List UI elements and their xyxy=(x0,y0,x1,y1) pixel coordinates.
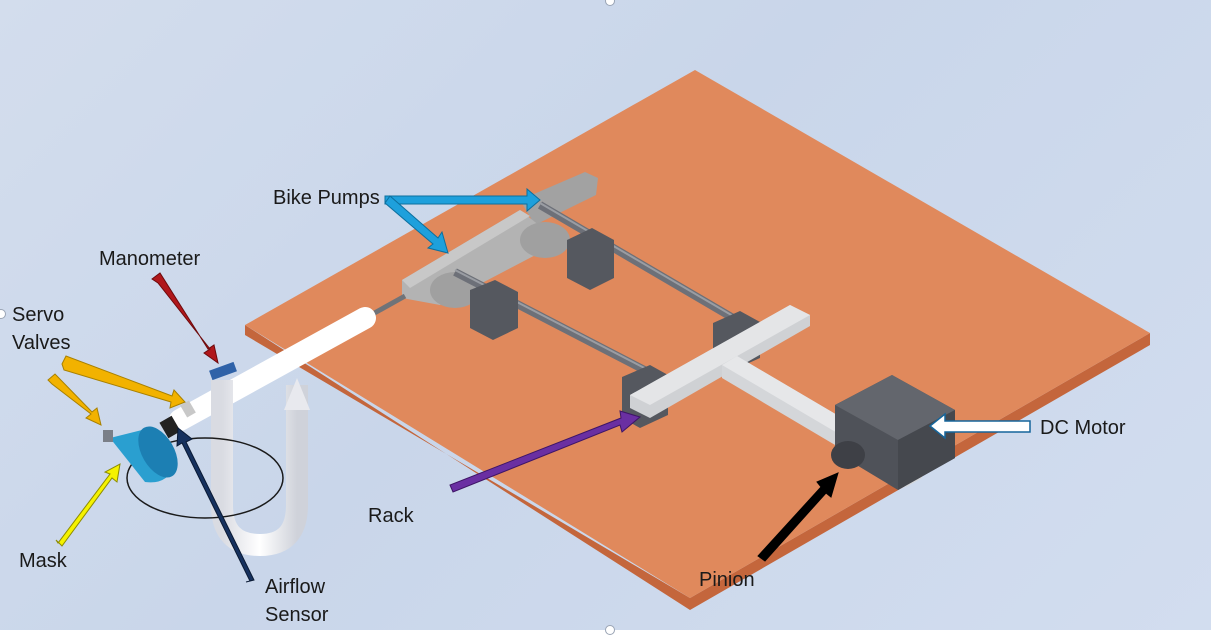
pump-bracket-back xyxy=(520,172,598,225)
pump-rod-back-hl xyxy=(539,202,746,324)
u-tube xyxy=(211,380,308,557)
label-pinion: Pinion xyxy=(699,569,755,591)
label-dc-motor: DC Motor xyxy=(1040,417,1126,439)
mask-rim xyxy=(138,426,178,478)
motor-top xyxy=(835,375,955,440)
rack-crossbar-top xyxy=(630,305,810,405)
resize-handle-bottom[interactable] xyxy=(605,625,615,635)
arrow-servo-valve-2 xyxy=(47,373,102,426)
label-valves: Valves xyxy=(12,332,71,354)
arrow-bike-pumps-right xyxy=(384,187,541,213)
label-servo: Servo xyxy=(12,304,65,326)
u-tube-cone xyxy=(284,378,310,410)
label-manometer: Manometer xyxy=(99,248,201,270)
arrow-rack xyxy=(449,410,642,493)
mount-block-2 xyxy=(567,228,614,290)
label-bike-pumps: Bike Pumps xyxy=(273,187,380,209)
mask-tube xyxy=(169,307,376,431)
tube-collar xyxy=(159,415,181,439)
arrow-dc-motor xyxy=(928,412,1031,440)
mask-valve xyxy=(103,430,113,442)
resize-handle-top[interactable] xyxy=(605,0,615,6)
mount-block-1 xyxy=(470,280,518,340)
label-rack: Rack xyxy=(368,505,414,527)
arrow-pinion xyxy=(757,472,839,562)
sensor-outline-ellipse xyxy=(126,437,284,519)
arrow-servo-valve-1 xyxy=(61,355,186,409)
manometer-gauge xyxy=(209,361,237,381)
arrow-bike-pumps-down xyxy=(384,195,449,254)
label-mask: Mask xyxy=(19,550,67,572)
label-airflow: Airflow xyxy=(265,576,326,598)
resize-handle-left[interactable] xyxy=(0,309,6,319)
pinion-gear xyxy=(831,441,865,469)
arrow-airflow-sensor xyxy=(176,427,255,583)
arrow-mask xyxy=(55,463,121,547)
label-sensor: Sensor xyxy=(265,604,329,626)
pump-cylinder-2 xyxy=(520,222,570,258)
servo-valve-ring xyxy=(180,400,196,418)
pump-bracket-top xyxy=(402,210,530,288)
arrow-manometer xyxy=(151,272,219,365)
pump-rod-back xyxy=(537,201,748,329)
